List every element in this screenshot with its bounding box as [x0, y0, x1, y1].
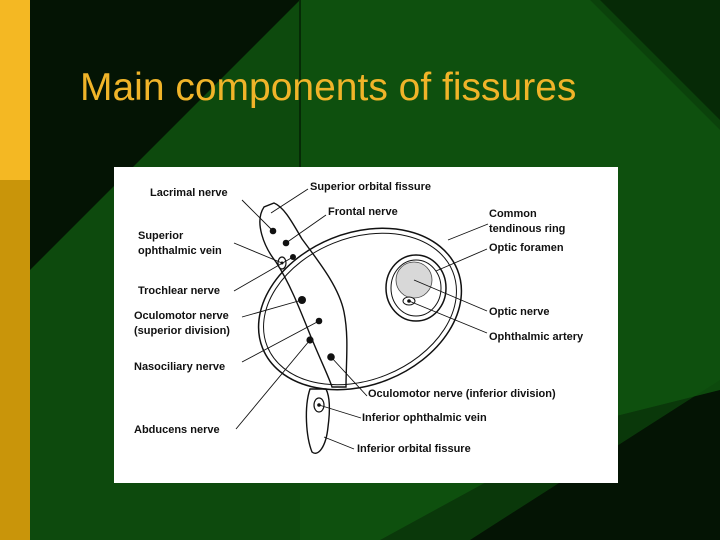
label-inferior-orbital-fissure: Inferior orbital fissure [357, 443, 471, 456]
gold-accent-bar-bottom [0, 180, 30, 540]
gold-accent-bar-top [0, 0, 30, 180]
label-ophthalmic-artery: Ophthalmic artery [489, 331, 583, 344]
label-optic-foramen: Optic foramen [489, 242, 564, 255]
label-frontal-nerve: Frontal nerve [328, 206, 398, 219]
label-lacrimal-nerve: Lacrimal nerve [150, 187, 228, 200]
label-inferior-ophthalmic-vein: Inferior ophthalmic vein [362, 412, 487, 425]
label-trochlear-nerve: Trochlear nerve [138, 285, 220, 298]
label-common-tendinous-ring-line2: tendinous ring [489, 223, 565, 236]
label-common-tendinous-ring-line1: Common [489, 208, 537, 221]
common-tendinous-ring-inner [241, 206, 480, 413]
label-nasociliary-nerve: Nasociliary nerve [134, 361, 225, 374]
label-optic-nerve: Optic nerve [489, 306, 550, 319]
slide-title: Main components of fissures [80, 66, 576, 110]
label-superior-orbital-fissure: Superior orbital fissure [310, 181, 431, 194]
orbital-fissure-diagram: Lacrimal nerve Superior orbital fissure … [114, 167, 618, 483]
label-oculomotor-inferior: Oculomotor nerve (inferior division) [368, 388, 556, 401]
label-superior-ophthalmic-vein-line2: ophthalmic vein [138, 245, 222, 258]
label-superior-ophthalmic-vein-line1: Superior [138, 230, 183, 243]
label-abducens-nerve: Abducens nerve [134, 424, 220, 437]
label-oculomotor-superior-line1: Oculomotor nerve [134, 310, 229, 323]
label-oculomotor-superior-line2: (superior division) [134, 325, 230, 338]
